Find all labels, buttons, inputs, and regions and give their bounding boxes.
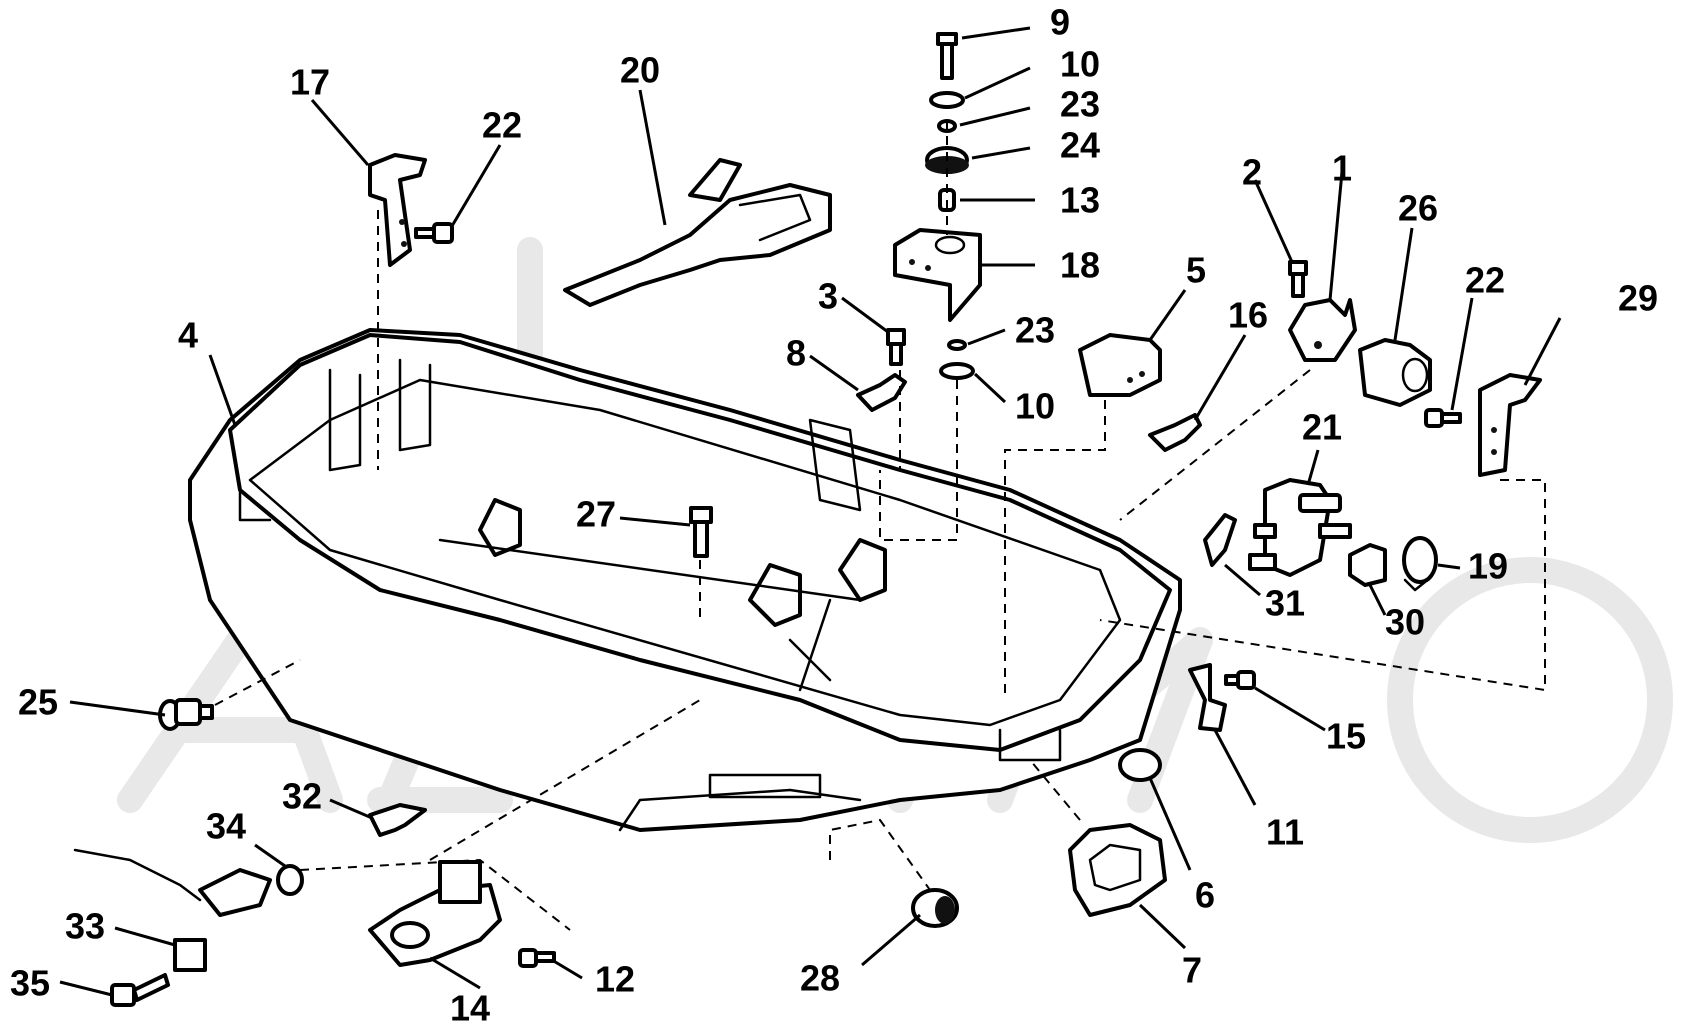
callout-32: 32	[282, 776, 322, 817]
callout-6: 6	[1195, 875, 1215, 916]
part-washer-10b	[939, 362, 975, 380]
callout-5: 5	[1186, 250, 1206, 291]
part-grommet-7	[1068, 823, 1167, 917]
callout-1: 1	[1332, 148, 1352, 189]
part-bracket-29	[1478, 373, 1542, 477]
callout-22b: 22	[1465, 260, 1505, 301]
part-screw-25	[158, 698, 214, 731]
part-screw-35	[110, 973, 170, 1007]
part-screw-9	[936, 32, 958, 80]
part-clamp-32	[368, 803, 427, 837]
assembly-lines	[214, 120, 1546, 931]
callout-23: 23	[1060, 84, 1100, 125]
part-screw-22a	[414, 222, 454, 244]
part-screw-15	[1224, 670, 1256, 690]
callout-34: 34	[206, 806, 246, 847]
part-bracket-14	[368, 860, 502, 967]
callout-17: 17	[290, 62, 330, 103]
callout-13: 13	[1060, 180, 1100, 221]
callout-9: 9	[1050, 2, 1070, 43]
callout-21: 21	[1302, 407, 1342, 448]
part-clip-16	[1148, 413, 1202, 452]
callout-16: 16	[1228, 295, 1268, 336]
callout-26: 26	[1398, 188, 1438, 229]
callout-7: 7	[1182, 950, 1202, 991]
part-handle-20	[563, 158, 832, 307]
part-knob-30	[1348, 543, 1387, 587]
part-plug-6	[1118, 748, 1162, 782]
part-clip-11	[1188, 663, 1227, 732]
callout-27: 27	[576, 494, 616, 535]
part-clip-8	[856, 373, 907, 412]
callout-2: 2	[1242, 152, 1262, 193]
part-cable-33	[73, 848, 272, 972]
callout-10: 10	[1060, 44, 1100, 85]
part-bracket-1	[1288, 298, 1357, 362]
part-grommet-28	[911, 888, 959, 928]
callout-31: 31	[1265, 583, 1305, 624]
part-bracket-17	[368, 153, 427, 267]
part-link-31	[1203, 513, 1237, 567]
callout-29: 29	[1618, 278, 1658, 319]
callout-33: 33	[65, 906, 105, 947]
part-ring-19	[1402, 536, 1438, 592]
part-screw-22b	[1424, 408, 1462, 428]
callout-35: 35	[10, 963, 50, 1004]
callout-30: 30	[1385, 602, 1425, 643]
part-lockwasher-23b	[947, 339, 967, 351]
part-screw-2	[1288, 260, 1308, 298]
part-latch-21	[1248, 478, 1352, 577]
callout-25: 25	[18, 682, 58, 723]
part-bracket-18	[893, 228, 982, 322]
callout-12: 12	[595, 959, 635, 1000]
callout-18: 18	[1060, 245, 1100, 286]
part-screw-3	[886, 328, 906, 366]
part-pad-5	[1078, 333, 1162, 397]
callout-14: 14	[450, 988, 490, 1024]
callout-23b: 23	[1015, 310, 1055, 351]
part-washer-10	[929, 91, 965, 109]
callout-28: 28	[800, 958, 840, 999]
callout-19: 19	[1468, 546, 1508, 587]
part-cylinder-26	[1358, 338, 1432, 407]
callout-20: 20	[620, 50, 660, 91]
callout-22: 22	[482, 105, 522, 146]
callout-24: 24	[1060, 125, 1100, 166]
callout-labels: 9 10 23 24 13 18 23 10 20 17 22 3 8 2 1 …	[10, 2, 1658, 1024]
callout-8: 8	[786, 333, 806, 374]
part-screw-27	[689, 506, 713, 558]
callout-3: 3	[818, 276, 838, 317]
callout-4: 4	[178, 315, 198, 356]
leader-lines	[59, 26, 1562, 997]
callout-15: 15	[1326, 716, 1366, 757]
part-washer-34	[276, 864, 304, 896]
callout-10b: 10	[1015, 386, 1055, 427]
callout-11: 11	[1266, 812, 1304, 853]
part-screw-12	[518, 948, 556, 968]
